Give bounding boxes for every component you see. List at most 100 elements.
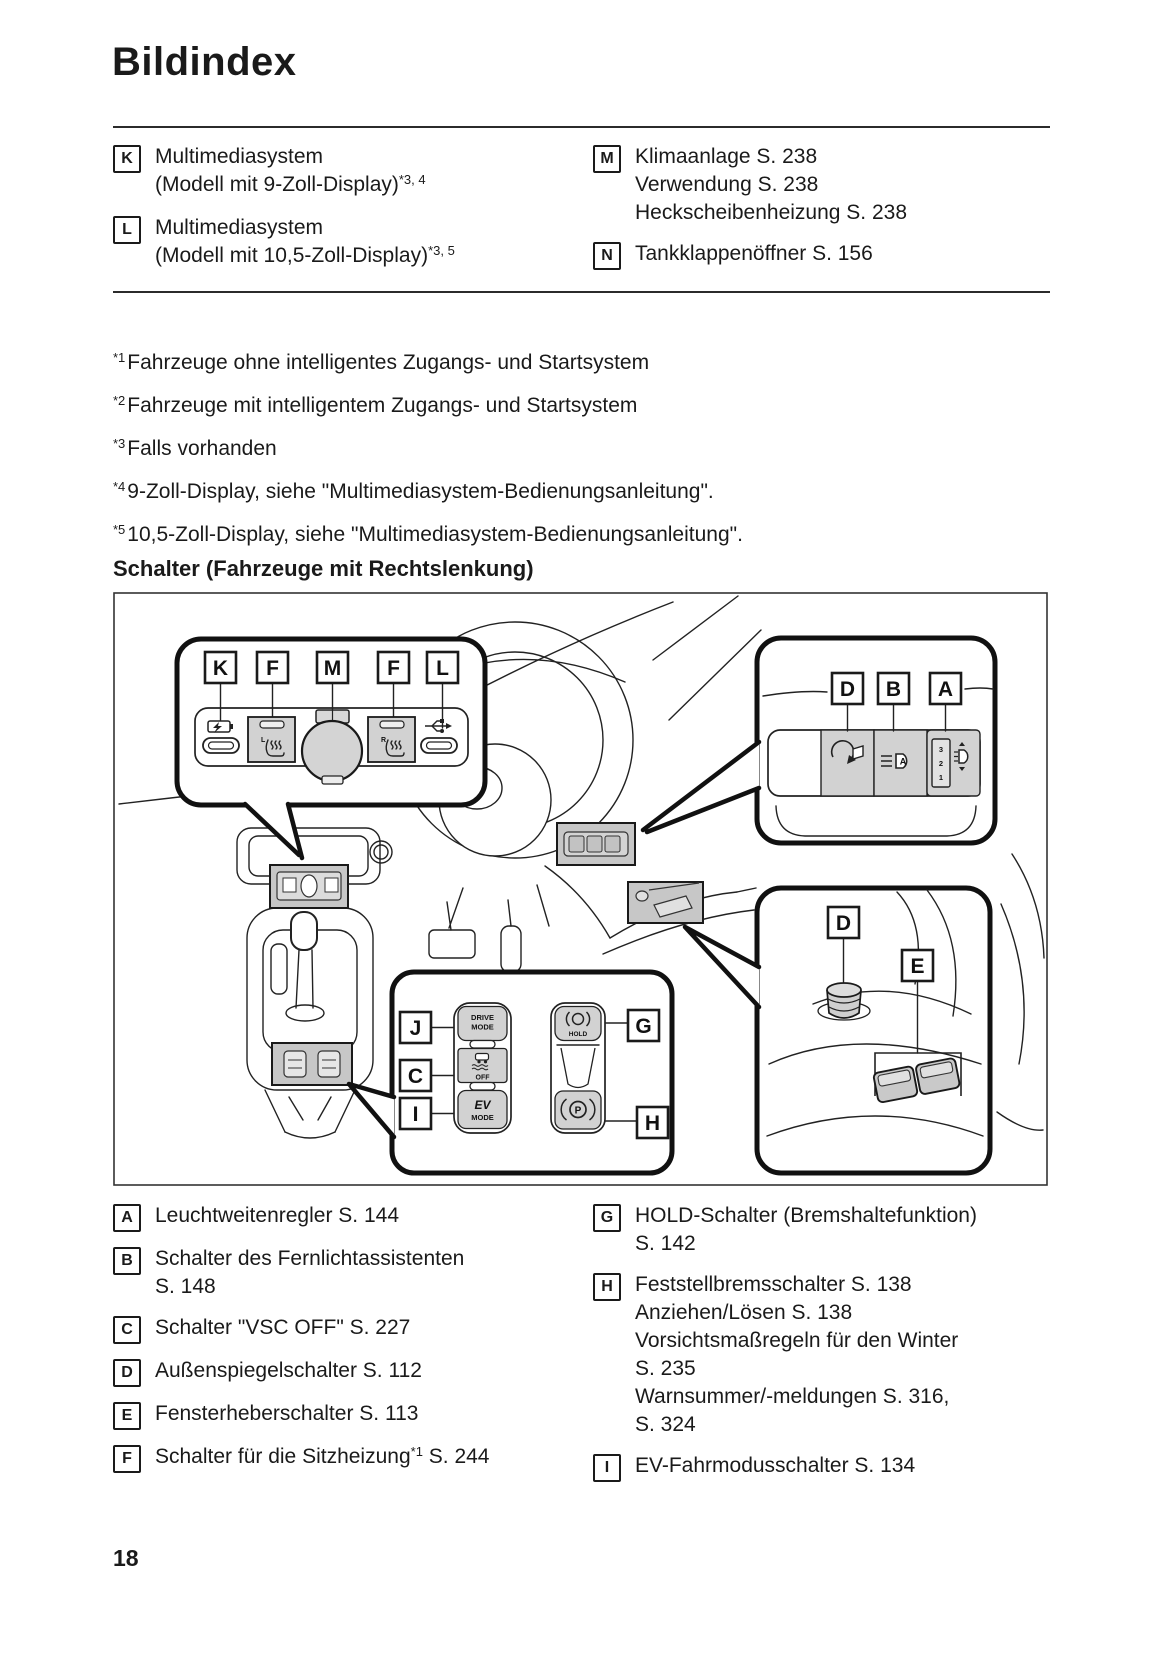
svg-text:HOLD: HOLD <box>569 1031 588 1038</box>
item-text: HOLD-Schalter (Bremshaltefunktion)S. 142 <box>635 1204 977 1255</box>
page-title: Bildindex <box>112 40 297 84</box>
index-item: I EV-Fahrmodusschalter S. 134 <box>593 1452 1053 1482</box>
index-item: C Schalter "VSC OFF" S. 227 <box>113 1314 593 1344</box>
climate-dial-icon <box>300 709 364 785</box>
item-key-box: G <box>593 1204 621 1232</box>
parking-brake-icon: P <box>560 1098 596 1121</box>
callout-label: I <box>413 1103 419 1126</box>
svg-text:2: 2 <box>939 759 943 768</box>
item-key-box: I <box>593 1454 621 1482</box>
usb-port-icon <box>420 719 458 754</box>
item-key-box: C <box>113 1316 141 1344</box>
divider <box>113 126 1050 128</box>
seat-heater-left-icon: L <box>247 716 296 763</box>
item-text: Multimediasystem(Modell mit 9-Zoll-Displ… <box>155 145 426 196</box>
footnote-marker: *1 <box>113 350 126 365</box>
seat-heater-right-icon: R <box>367 716 416 763</box>
brake-pedal <box>428 929 476 959</box>
bottom-index-right-column: G HOLD-Schalter (Bremshaltefunktion)S. 1… <box>593 1202 1053 1495</box>
index-item: N Tankklappenöffner S. 156 <box>593 240 1053 270</box>
item-key-box: K <box>113 145 141 173</box>
callout-label: D <box>836 912 851 935</box>
callout-label: H <box>645 1112 660 1135</box>
svg-text:R: R <box>381 737 386 744</box>
index-item: A Leuchtweitenregler S. 144 <box>113 1202 593 1232</box>
highlighted-panels <box>269 822 704 1086</box>
divider <box>113 291 1050 293</box>
item-key-box: D <box>113 1359 141 1387</box>
footnote: *1Fahrzeuge ohne intelligentes Zugangs- … <box>113 349 743 379</box>
footnotes: *1Fahrzeuge ohne intelligentes Zugangs- … <box>113 349 743 564</box>
item-text: Fensterheberschalter S. 113 <box>155 1402 419 1425</box>
item-text: Außenspiegelschalter S. 112 <box>155 1359 422 1382</box>
footnote: *510,5-Zoll-Display, siehe "Multimediasy… <box>113 521 743 551</box>
svg-text:OFF: OFF <box>476 1075 491 1082</box>
item-text: Schalter für die Sitzheizung*1 S. 244 <box>155 1444 490 1468</box>
dash-switches-callout-content: A 3 2 1 D B A <box>762 671 994 837</box>
callout-label: G <box>635 1015 651 1038</box>
callout-label: M <box>324 657 342 680</box>
console-top-callout-labels: K F M F L <box>203 650 460 685</box>
door-callout-labels: D E <box>826 905 935 983</box>
index-item: K Multimediasystem(Modell mit 9-Zoll-Dis… <box>113 143 593 201</box>
svg-text:EV: EV <box>474 1098 491 1112</box>
index-item: G HOLD-Schalter (Bremshaltefunktion)S. 1… <box>593 1202 1053 1258</box>
svg-text:1: 1 <box>939 773 943 782</box>
brake-hold-icon: HOLD <box>565 1011 591 1038</box>
item-key-box: M <box>593 145 621 173</box>
mirror-adjust-knob-icon <box>826 982 862 1019</box>
vsc-off-icon <box>471 1052 490 1071</box>
callout-bubble-door-switches <box>754 885 993 1176</box>
item-text: Leuchtweitenregler S. 144 <box>155 1204 399 1227</box>
index-item: F Schalter für die Sitzheizung*1 S. 244 <box>113 1443 593 1473</box>
footnote-marker: *3 <box>113 436 126 451</box>
bottom-index-list: A Leuchtweitenregler S. 144 B Schalter d… <box>113 1202 1053 1495</box>
usb-charge-icon <box>202 720 240 754</box>
top-index-left-column: K Multimediasystem(Modell mit 9-Zoll-Dis… <box>113 143 593 285</box>
switch-diagram: L R <box>113 592 1048 1186</box>
footnote-marker: *2 <box>113 393 126 408</box>
svg-text:MODE: MODE <box>471 1023 494 1032</box>
index-item: E Fensterheberschalter S. 113 <box>113 1400 593 1430</box>
footnote-text: 10,5-Zoll-Display, siehe "Multimediasyst… <box>127 523 743 546</box>
mirror-fold-icon <box>830 740 864 764</box>
footnote: *2Fahrzeuge mit intelligentem Zugangs- u… <box>113 392 743 422</box>
index-item: L Multimediasystem(Modell mit 10,5-Zoll-… <box>113 214 593 272</box>
svg-text:DRIVE: DRIVE <box>471 1013 494 1022</box>
item-key-box: N <box>593 242 621 270</box>
callout-label: C <box>408 1065 423 1088</box>
item-text: Tankklappenöffner S. 156 <box>635 242 873 265</box>
footnote-text: Fahrzeuge mit intelligentem Zugangs- und… <box>127 394 638 417</box>
item-text: Schalter "VSC OFF" S. 227 <box>155 1316 411 1339</box>
shift-lever <box>290 911 318 951</box>
start-button <box>369 840 393 864</box>
item-key-box: H <box>593 1273 621 1301</box>
callout-label: F <box>387 657 400 680</box>
callout-label: A <box>938 678 953 701</box>
footnote-marker: *4 <box>113 479 126 494</box>
svg-text:A: A <box>900 757 907 767</box>
svg-text:3: 3 <box>939 745 943 754</box>
item-key-box: E <box>113 1402 141 1430</box>
dash-callout-labels: D B A <box>830 671 963 706</box>
console-callout-labels: J C I G H <box>398 1008 670 1140</box>
console-top-callout-content: L R <box>194 650 469 785</box>
footnote-text: 9-Zoll-Display, siehe "Multimediasystem-… <box>127 480 714 503</box>
callout-label: L <box>436 657 449 680</box>
callout-label: E <box>910 955 924 978</box>
callout-label: D <box>840 678 855 701</box>
footnote-text: Fahrzeuge ohne intelligentes Zugangs- un… <box>127 351 650 374</box>
callout-label: K <box>213 657 228 680</box>
callout-bubble-console-switches <box>389 969 675 1176</box>
callout-label: B <box>886 678 901 701</box>
callout-label: F <box>266 657 279 680</box>
svg-text:P: P <box>575 1106 582 1117</box>
footnote: *3Falls vorhanden <box>113 435 743 465</box>
